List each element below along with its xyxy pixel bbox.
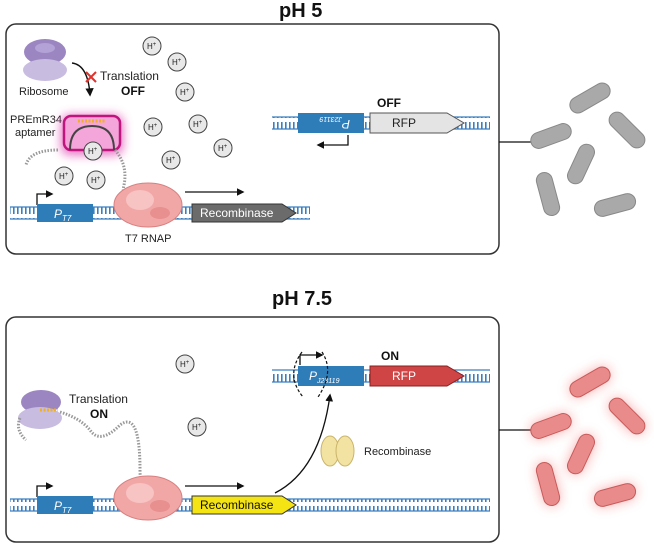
bottom-recombinase-gene <box>191 495 297 515</box>
svg-text:H+: H+ <box>59 172 69 181</box>
rnap-icon <box>113 475 183 521</box>
top-translation-state: OFF <box>121 84 145 98</box>
bottom-j23119-label: PJ23119 <box>309 369 340 385</box>
top-translation-label: Translation <box>100 69 159 83</box>
top-panel <box>5 23 500 255</box>
bottom-rfp-label: RFP <box>392 369 416 383</box>
t7-promoter-arrow <box>36 190 54 205</box>
reverse-promoter-arrow <box>316 135 349 149</box>
svg-text:H+: H+ <box>88 147 98 156</box>
svg-text:H+: H+ <box>193 120 203 129</box>
svg-text:H+: H+ <box>91 176 101 185</box>
top-title: pH 5 <box>279 0 322 22</box>
bottom-t7-promoter <box>37 496 93 514</box>
bottom-t7-promoter-label: PT7 <box>54 499 72 515</box>
aptamer-icon <box>24 114 123 166</box>
bottom-title: pH 7.5 <box>272 288 332 310</box>
hydrogen-ion-icon <box>175 354 207 437</box>
svg-text:H+: H+ <box>192 423 202 432</box>
bottom-recombinase-label: Recombinase <box>200 498 274 512</box>
recombinase-protein-icon <box>320 435 355 467</box>
hydrogen-ion-labels-bottom: H+ H+ <box>180 360 202 432</box>
hydrogen-ion-icon <box>54 36 233 190</box>
rnap-label: T7 RNAP <box>125 233 171 245</box>
flip-arrow-right <box>317 351 329 398</box>
bottom-translation-state: ON <box>90 407 108 421</box>
recombinase-action-arrow <box>274 393 334 494</box>
svg-text:H+: H+ <box>166 156 176 165</box>
top-rfp-label: RFP <box>392 116 416 130</box>
bottom-t7-promoter-arrow <box>36 482 54 497</box>
rnap-icon <box>113 182 183 228</box>
svg-text:H+: H+ <box>218 144 228 153</box>
top-j23119-promoter <box>298 113 364 133</box>
forward-promoter-arrow <box>299 351 324 365</box>
svg-text:H+: H+ <box>180 88 190 97</box>
block-x-icon <box>85 71 97 83</box>
bacterium-icon <box>530 82 646 217</box>
bacterium-icon <box>530 366 646 507</box>
hydrogen-ion-labels: H+ H+ H+ H+ H+ H+ H+ H+ H+ H+ <box>59 42 228 185</box>
bottom-rfp-gene <box>369 365 465 387</box>
aptamer-label-line1: PREmR34 <box>10 114 62 126</box>
top-recombinase-label: Recombinase <box>200 206 274 220</box>
top-t7-promoter-label: PT7 <box>54 207 72 223</box>
bottom-reporter-state: ON <box>381 349 399 363</box>
ribosome-label: Ribosome <box>19 86 69 98</box>
blocked-translation-arrow <box>71 62 94 97</box>
aptamer-label-line2: aptamer <box>15 127 56 139</box>
top-t7-promoter <box>37 204 93 222</box>
svg-text:H+: H+ <box>180 360 190 369</box>
bottom-j23119-promoter <box>298 366 364 386</box>
top-j23119-label: PJ23119 <box>319 115 350 131</box>
top-recombinase-gene <box>191 203 297 223</box>
top-reporter-state: OFF <box>377 96 401 110</box>
ribosome-icon <box>23 39 67 81</box>
svg-text:H+: H+ <box>147 42 157 51</box>
bottom-translation-label: Translation <box>69 392 128 406</box>
top-rfp-gene <box>369 112 465 134</box>
svg-text:H+: H+ <box>148 123 158 132</box>
ribosome-icon <box>18 390 62 429</box>
recombinase-protein-label: Recombinase <box>364 446 431 458</box>
svg-text:H+: H+ <box>172 58 182 67</box>
